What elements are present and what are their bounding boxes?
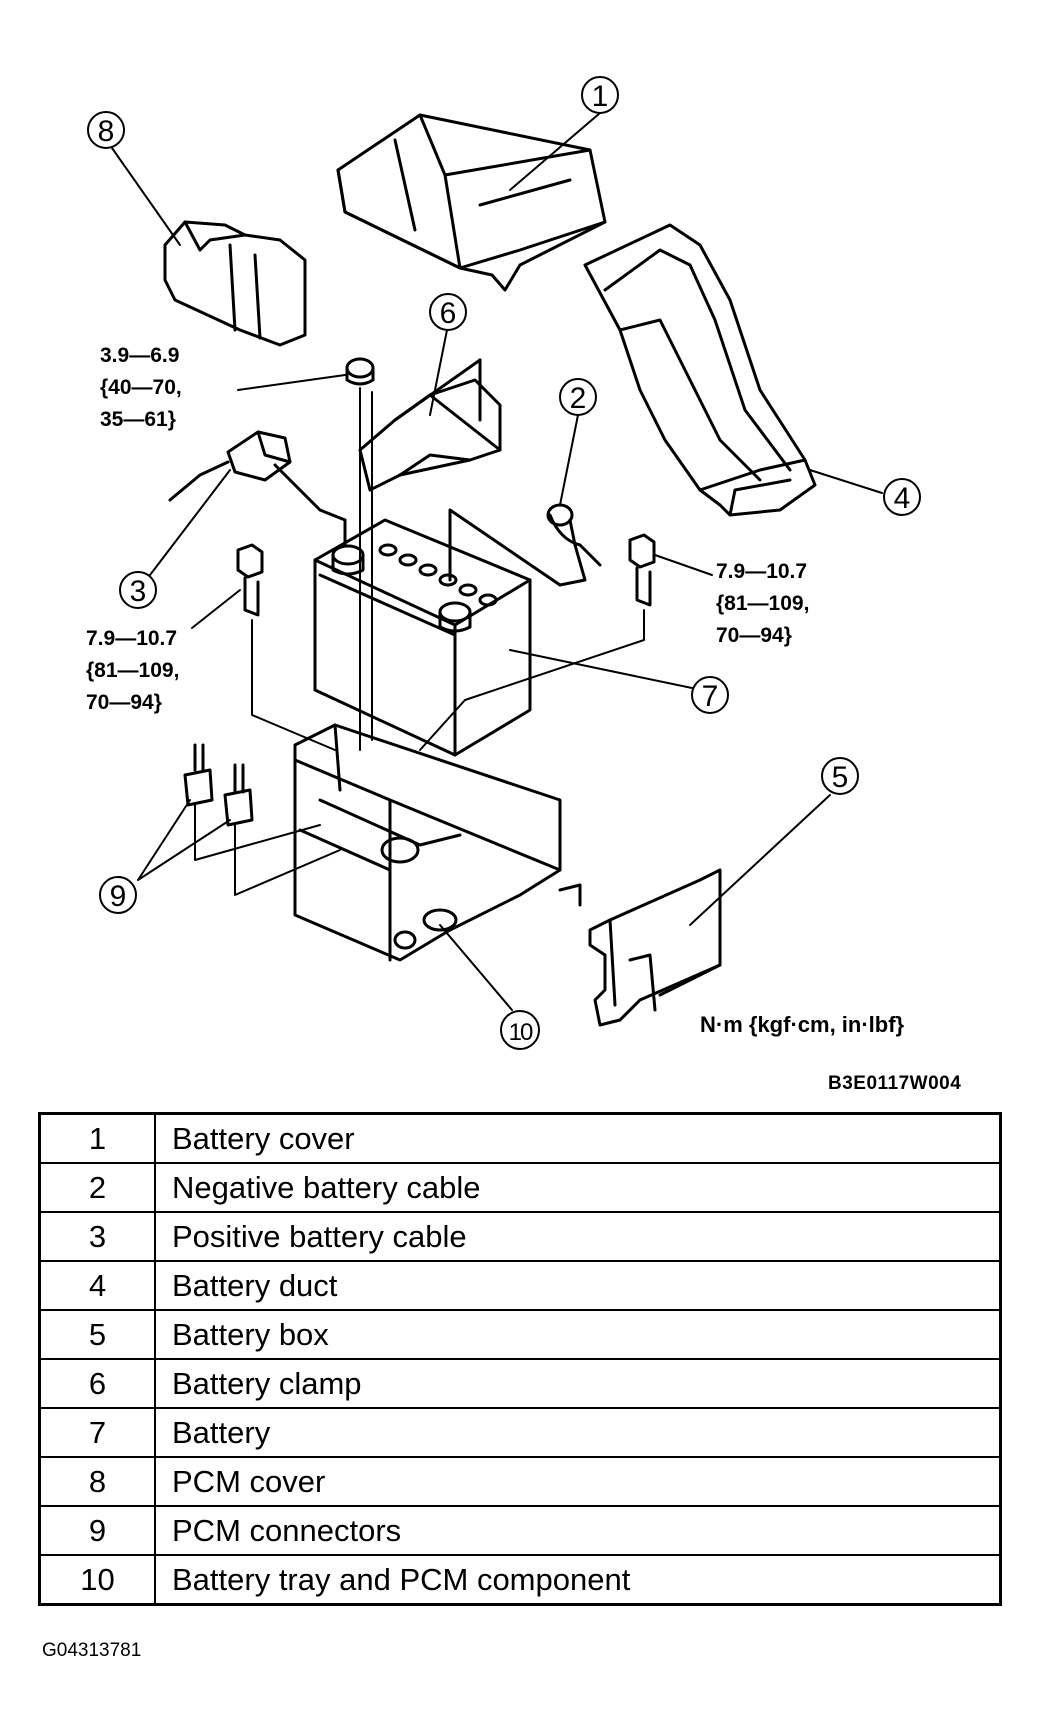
torque-clamp-nut-line1: 3.9—6.9 (100, 344, 179, 367)
torque-unit-note: N·m {kgf·cm, in·lbf} (700, 1012, 905, 1037)
battery-tray-part (293, 723, 582, 962)
legend-description: Positive battery cable (154, 1211, 1002, 1262)
torque-clamp-nut-line3: 35—61} (100, 408, 176, 431)
torque-bolt-right-line2: {81—109, (716, 592, 809, 615)
leader-10 (439, 924, 513, 1011)
clamp-nut-part (345, 357, 375, 751)
pcm-cover-part (163, 220, 307, 347)
torque-bolt-left-line3: 70—94} (86, 691, 162, 714)
callout-circle-9 (99, 876, 137, 914)
leader-clamp-nut-torque (237, 374, 346, 391)
legend-number: 10 (38, 1554, 156, 1606)
callout-9: 9 (110, 880, 127, 913)
leader-3 (149, 469, 231, 576)
leader-4 (809, 469, 883, 494)
callout-6: 6 (440, 297, 457, 330)
callout-2: 2 (570, 382, 587, 415)
battery-cover-part (336, 113, 607, 292)
callout-circle-10 (500, 1010, 540, 1050)
torque-bolt-right-line1: 7.9—10.7 (716, 560, 807, 583)
legend-number: 3 (38, 1211, 156, 1262)
legend-description: Negative battery cable (154, 1162, 1002, 1213)
pcm-connectors-part (183, 743, 341, 896)
leader-9 (137, 799, 231, 881)
callout-7: 7 (702, 680, 719, 713)
legend-description: PCM cover (154, 1456, 1002, 1507)
legend-number: 1 (38, 1112, 156, 1164)
legend-number: 5 (38, 1309, 156, 1360)
figure-id: G04313781 (42, 1640, 142, 1661)
callout-circle-6 (429, 293, 467, 331)
callout-circle-3 (119, 571, 157, 609)
callout-circle-7 (691, 676, 729, 714)
leader-bolt-left-torque (191, 589, 241, 629)
callout-3: 3 (130, 575, 147, 608)
torque-bolt-left-line1: 7.9—10.7 (86, 627, 177, 650)
torque-clamp-nut-line2: {40—70, (100, 376, 182, 399)
bolt-right-part (419, 533, 656, 751)
exploded-diagram: 1 2 3 4 5 6 7 8 9 10 3.9—6.9 {40—70, 35—… (86, 76, 921, 1050)
callout-circle-1 (581, 76, 619, 114)
leader-5 (689, 794, 831, 926)
battery-box-part (588, 868, 722, 1027)
legend-description: Battery (154, 1407, 1002, 1458)
legend-description: Battery box (154, 1309, 1002, 1360)
callout-circle-4 (883, 478, 921, 516)
legend-number: 6 (38, 1358, 156, 1409)
figure-code: B3E0117W004 (828, 1073, 962, 1094)
battery-part (313, 518, 532, 757)
torque-bolt-right-line3: 70—94} (716, 624, 792, 647)
callout-4: 4 (894, 482, 911, 515)
legend-description: Battery tray and PCM component (154, 1554, 1002, 1606)
legend-description: Battery duct (154, 1260, 1002, 1311)
leader-bolt-right-torque (654, 554, 713, 576)
callout-5: 5 (832, 761, 849, 794)
legend-number: 2 (38, 1162, 156, 1213)
negative-cable-part (448, 503, 602, 587)
callout-10: 10 (509, 1019, 533, 1046)
leader-1 (509, 112, 601, 191)
battery-clamp-part (358, 358, 502, 492)
legend-number: 7 (38, 1407, 156, 1458)
callout-circle-5 (821, 757, 859, 795)
callout-8: 8 (98, 115, 115, 148)
callout-1: 1 (592, 80, 609, 113)
leader-2 (559, 414, 579, 506)
callout-circle-2 (559, 378, 597, 416)
legend-description: PCM connectors (154, 1505, 1002, 1556)
legend-number: 4 (38, 1260, 156, 1311)
battery-duct-part (583, 223, 817, 517)
legend-number: 9 (38, 1505, 156, 1556)
leader-7 (509, 649, 693, 689)
leader-8 (111, 147, 181, 246)
torque-bolt-left-line2: {81—109, (86, 659, 179, 682)
positive-cable-part (168, 430, 347, 547)
legend-description: Battery clamp (154, 1358, 1002, 1409)
leader-6 (429, 329, 448, 416)
callout-circle-8 (87, 111, 125, 149)
legend-description: Battery cover (154, 1112, 1002, 1164)
legend-number: 8 (38, 1456, 156, 1507)
